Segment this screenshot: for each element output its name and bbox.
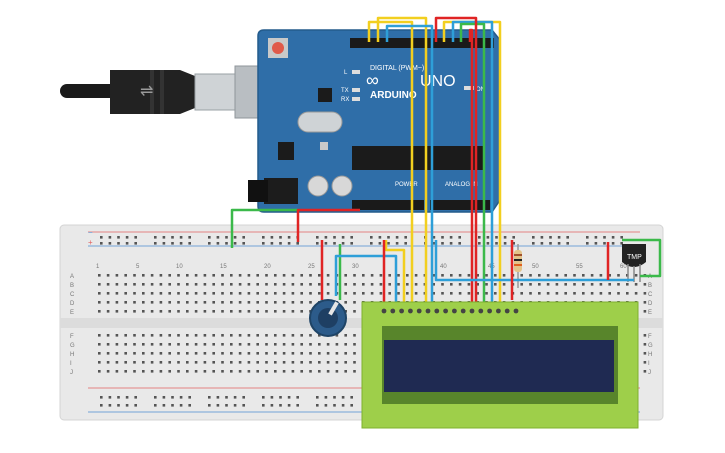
power-label: POWER xyxy=(395,182,418,188)
wire-green-gnd[interactable] xyxy=(230,208,298,248)
row-f-left: F xyxy=(70,334,74,340)
row-g-right: G xyxy=(648,343,653,349)
col-num-40: 40 xyxy=(440,264,447,270)
wire-red-2[interactable] xyxy=(468,28,474,308)
digital-header[interactable] xyxy=(350,38,494,48)
digital-label: DIGITAL (PWM~) xyxy=(370,65,424,72)
col-num-30: 30 xyxy=(352,264,359,270)
lcd-pin[interactable] xyxy=(381,308,387,314)
lcd-pin[interactable] xyxy=(408,308,413,314)
row-f-right: F xyxy=(648,334,652,340)
row-i-right: I xyxy=(648,361,650,367)
potentiometer[interactable] xyxy=(309,299,347,337)
lcd-pin[interactable] xyxy=(425,308,431,314)
wire-yellow-1[interactable] xyxy=(367,20,414,308)
usb-cable[interactable]: ⇌ xyxy=(60,65,276,119)
row-h-left: H xyxy=(70,352,74,358)
row-i-left: I xyxy=(70,361,72,367)
wire-yellow-pot[interactable] xyxy=(384,240,406,308)
lcd-pin[interactable] xyxy=(513,308,519,314)
lcd-pin[interactable] xyxy=(390,308,396,314)
col-num-20: 20 xyxy=(264,264,271,270)
row-j-left: J xyxy=(70,370,73,376)
lcd-pin[interactable] xyxy=(496,308,501,314)
sensor-label: TMP xyxy=(627,254,642,261)
led-rx-label: RX xyxy=(341,97,349,103)
row-b-left: B xyxy=(70,283,74,289)
wire-red-1[interactable] xyxy=(434,16,478,308)
col-num-10: 10 xyxy=(176,264,183,270)
row-g-left: G xyxy=(70,343,75,349)
rail-minus-label: − xyxy=(88,228,93,237)
wire-blue-1[interactable] xyxy=(385,24,434,308)
lcd-pin[interactable] xyxy=(504,308,510,314)
lcd-pin[interactable] xyxy=(452,308,457,314)
lcd-pin[interactable] xyxy=(487,308,492,314)
col-num-50: 50 xyxy=(532,264,539,270)
lcd-pin[interactable] xyxy=(399,308,404,314)
lcd-screen xyxy=(384,340,614,392)
lcd-module[interactable] xyxy=(361,301,639,429)
board-model: UNO xyxy=(420,73,456,90)
lcd-pin[interactable] xyxy=(416,308,422,314)
lcd-pin[interactable] xyxy=(434,308,440,314)
wire-blue-sensor[interactable] xyxy=(434,240,634,282)
led-tx-label: TX xyxy=(341,88,349,94)
col-num-25: 25 xyxy=(308,264,315,270)
wire-green-1[interactable] xyxy=(459,22,486,308)
lcd-pin[interactable] xyxy=(443,308,448,314)
wire-blue-pot[interactable] xyxy=(334,254,398,308)
arduino-board[interactable]: DIGITAL (PWM~) ARDUINO UNO ∞ L TX RX ON … xyxy=(248,29,501,213)
row-h-right: H xyxy=(648,352,652,358)
wire-red-5v[interactable] xyxy=(296,208,360,242)
row-e-right: E xyxy=(648,310,652,316)
led-l-label: L xyxy=(344,70,348,76)
lcd-pin[interactable] xyxy=(478,308,484,314)
lcd-pin-header[interactable] xyxy=(381,308,519,314)
col-num-1: 1 xyxy=(96,264,100,270)
row-e-left: E xyxy=(70,310,74,316)
row-d-left: D xyxy=(70,301,75,307)
col-num-5: 5 xyxy=(136,264,140,270)
row-b-right: B xyxy=(648,283,652,289)
row-d-right: D xyxy=(648,301,653,307)
col-num-60: 60 xyxy=(620,264,627,270)
analog-label: ANALOG IN xyxy=(445,182,478,188)
usb-icon: ⇌ xyxy=(140,83,153,100)
lcd-pin[interactable] xyxy=(460,308,466,314)
analog-header[interactable] xyxy=(430,200,490,210)
row-c-right: C xyxy=(648,292,653,298)
atmega-chip xyxy=(352,146,484,170)
col-num-15: 15 xyxy=(220,264,227,270)
wires[interactable] xyxy=(230,16,662,308)
board-name: ARDUINO xyxy=(370,90,417,101)
power-header[interactable] xyxy=(352,200,424,210)
rail-plus-label: + xyxy=(88,238,93,247)
row-j-right: J xyxy=(648,370,651,376)
lcd-pin[interactable] xyxy=(469,308,475,314)
row-c-left: C xyxy=(70,292,75,298)
wire-green-sensor[interactable] xyxy=(622,238,662,278)
on-label: ON xyxy=(476,87,485,93)
wire-yellow-2[interactable] xyxy=(376,16,428,308)
row-a-left: A xyxy=(70,274,74,280)
arduino-logo-icon: ∞ xyxy=(366,70,379,90)
col-num-55: 55 xyxy=(576,264,583,270)
wire-blue-2[interactable] xyxy=(451,20,494,308)
